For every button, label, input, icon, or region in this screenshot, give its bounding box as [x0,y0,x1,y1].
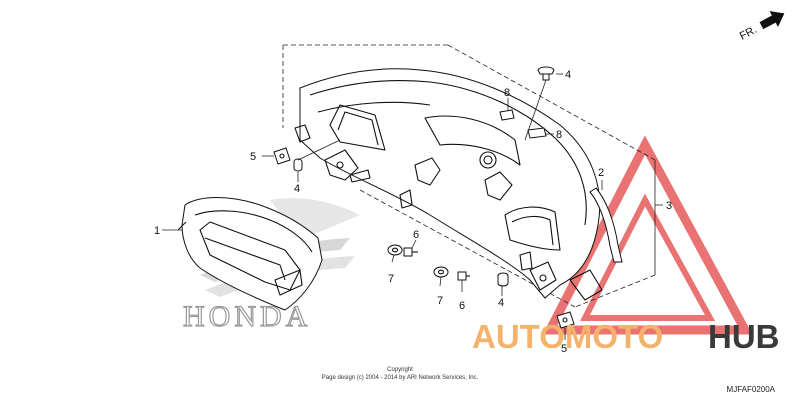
callout-7-right: 7 [437,295,443,307]
front-label: FR. [738,24,759,43]
callout-4-lower: 4 [498,297,504,309]
screw-lower[interactable] [497,272,509,287]
copyright-title: Copyright [387,367,413,373]
screw-upper-left[interactable] [293,158,303,172]
callout-4-top: 4 [565,69,571,81]
callout-3: 3 [666,200,672,212]
trim-strip[interactable] [589,187,623,263]
dash-panel-housing[interactable] [294,68,603,301]
callout-4-left: 4 [294,183,300,195]
cushion-pad-upper[interactable] [499,109,515,121]
watermark-brand-left: AUTOMOTO [472,318,663,355]
callout-8-lower: 8 [556,129,562,141]
callout-2: 2 [598,167,604,179]
callout-6-right: 6 [459,300,465,312]
meter-assembly[interactable] [177,197,323,311]
callout-6-left: 6 [413,229,419,241]
screw-top[interactable] [537,66,555,81]
callout-1: 1 [154,225,160,237]
callout-8-upper: 8 [504,87,510,99]
watermark-brand-right: HUB [708,318,780,355]
bolt-left[interactable] [403,247,418,257]
copyright-line: Page design (c) 2004 - 2014 by ARI Netwo… [322,375,479,381]
washer-right[interactable] [433,266,449,278]
callout-5-upper: 5 [250,151,256,163]
arrow-right-icon [759,11,785,30]
callout-5-lower: 5 [561,343,567,355]
leader-lines [162,73,603,340]
bolt-right[interactable] [457,271,470,281]
cushion-pad-lower[interactable] [527,127,547,139]
washer-left[interactable] [387,244,403,256]
clip-nut-lower[interactable] [556,311,575,329]
diagram-code: MJFAF0200A [727,385,776,394]
clip-nut-upper[interactable] [273,147,291,165]
front-direction-indicator: FR. [738,11,785,43]
callout-7-left: 7 [388,273,394,285]
